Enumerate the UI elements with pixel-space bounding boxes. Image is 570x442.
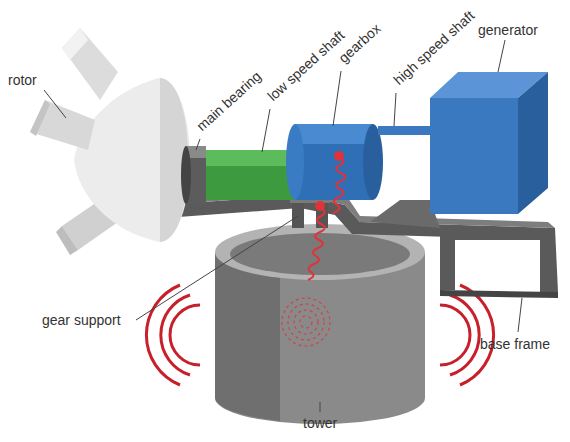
part-label: low speed shaft [264, 27, 347, 104]
part-label: base frame [480, 336, 550, 352]
rotor-drawing [30, 28, 190, 255]
gearbox-drawing [286, 124, 383, 200]
part-label: main bearing [193, 68, 264, 134]
vibration-arcs [146, 285, 493, 385]
part-label: rotor [8, 72, 37, 88]
part-label: gear support [42, 312, 121, 328]
main-bearing-drawing [181, 146, 206, 204]
tower-drawing [215, 224, 425, 424]
vibration-wave [282, 151, 346, 346]
part-label: tower [303, 415, 337, 431]
part-label: generator [478, 22, 538, 38]
generator-drawing [430, 72, 548, 214]
high-speed-shaft-drawing [378, 126, 434, 135]
